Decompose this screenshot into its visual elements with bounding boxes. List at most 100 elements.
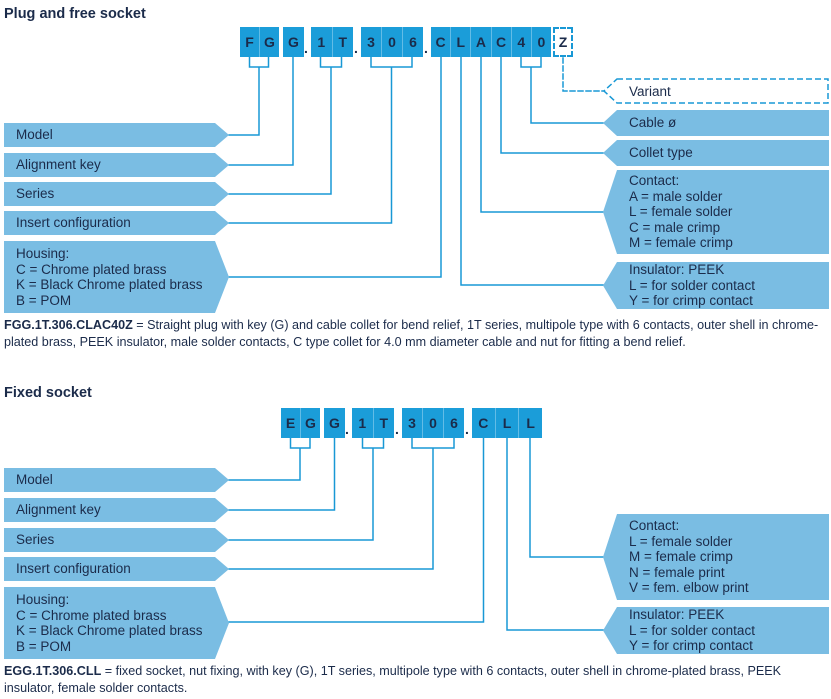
label-text: Variant	[629, 83, 671, 99]
code-char: Z	[558, 34, 568, 50]
code-char: L	[496, 408, 520, 438]
code-char: 1	[352, 408, 374, 438]
code-separator-dot: .	[304, 40, 308, 56]
leader-plug-alignment-key	[228, 56, 294, 166]
code-char: C	[431, 27, 452, 57]
leader-fixed-contact	[529, 437, 604, 558]
label-text: Y = for crimp contact	[629, 638, 753, 654]
leader-plug-variant	[562, 57, 604, 92]
code-char: C	[492, 27, 512, 57]
label-text: M = female crimp	[629, 549, 733, 565]
leader-fixed-model	[228, 437, 311, 481]
code-char: 1	[311, 27, 333, 57]
code-char: F	[240, 27, 260, 57]
leader-plug-cable-diameter	[520, 56, 604, 124]
caption-code: EGG.1T.306.CLL	[4, 664, 102, 678]
leader-plug-collet-type	[500, 56, 604, 154]
code-char: 3	[402, 408, 423, 438]
section-heading-plug: Plug and free socket	[4, 6, 146, 22]
label-text: A = male solder	[629, 188, 723, 204]
leader-plug-housing	[228, 56, 442, 278]
caption-code: FGG.1T.306.CLAC40Z	[4, 318, 133, 332]
label-variant: Variant	[603, 78, 829, 104]
label-contact: Contact: L = female solder M = female cr…	[603, 514, 829, 600]
label-housing: Housing: C = Chrome plated brass K = Bla…	[4, 587, 229, 659]
label-text: C = male crimp	[629, 219, 721, 235]
caption-text: = fixed socket, nut fixing, with key (G)…	[4, 664, 782, 695]
code-separator-dot: .	[345, 421, 349, 437]
code-char: G	[329, 415, 340, 431]
label-text: Alignment key	[16, 502, 101, 518]
label-text: Series	[16, 532, 55, 548]
label-text: Insert configuration	[16, 215, 131, 231]
label-text: M = female crimp	[629, 235, 733, 251]
label-text: K = Black Chrome plated brass	[16, 623, 203, 638]
leader-plug-model	[228, 56, 270, 136]
label-text: Alignment key	[16, 157, 101, 173]
code-group-options: C L L	[472, 408, 542, 438]
leader-fixed-alignment-key	[228, 437, 336, 511]
caption-plug: FGG.1T.306.CLAC40Z = Straight plug with …	[4, 317, 828, 350]
code-group-series: 1 T	[352, 408, 394, 438]
code-group-model: F G	[240, 27, 279, 57]
leader-plug-contact	[480, 56, 604, 213]
code-separator-dot: .	[395, 421, 399, 437]
label-housing: Housing: C = Chrome plated brass K = Bla…	[4, 241, 229, 313]
label-insert-configuration: Insert configuration	[4, 557, 229, 581]
label-text: L = for solder contact	[629, 277, 755, 293]
label-text: L = female solder	[629, 204, 733, 220]
label-text: C = Chrome plated brass	[16, 261, 167, 277]
code-char: 6	[409, 34, 417, 50]
leader-plug-insulator	[460, 56, 604, 286]
label-text: Contact:	[629, 518, 680, 534]
leader-fixed-series	[228, 437, 385, 541]
label-alignment-key: Alignment key	[4, 498, 229, 522]
label-text: N = female print	[629, 564, 725, 580]
code-group-alignment-key: G	[324, 408, 345, 438]
code-char: A	[471, 27, 492, 57]
code-char: 6	[450, 415, 458, 431]
label-alignment-key: Alignment key	[4, 153, 229, 177]
code-char: T	[379, 415, 389, 431]
code-char: L	[526, 415, 535, 431]
code-group-series: 1 T	[311, 27, 353, 57]
label-text: Contact:	[629, 173, 680, 189]
code-char: 3	[361, 27, 382, 57]
label-text: Series	[16, 186, 55, 202]
label-text: C = Chrome plated brass	[16, 607, 167, 623]
label-text: K = Black Chrome plated brass	[16, 277, 203, 292]
code-char: 0	[382, 27, 403, 57]
label-text: B = POM	[16, 292, 72, 308]
label-cable-diameter: Cable ø	[603, 110, 829, 136]
leader-fixed-insert-configuration	[228, 437, 455, 570]
code-group-options: C L A C 4 0	[431, 27, 551, 57]
label-text: Collet type	[629, 145, 693, 161]
label-text: Insert configuration	[16, 561, 131, 577]
code-char: 0	[423, 408, 444, 438]
label-contact: Contact: A = male solder L = female sold…	[603, 170, 829, 254]
code-separator-dot: .	[354, 40, 358, 56]
label-text: Insulator: PEEK	[629, 262, 725, 278]
code-char: G	[305, 415, 316, 431]
code-group-alignment-key: G	[283, 27, 304, 57]
label-model: Model	[4, 123, 229, 147]
code-char: L	[451, 27, 472, 57]
caption-text: = Straight plug with key (G) and cable c…	[4, 318, 819, 349]
label-insert-configuration: Insert configuration	[4, 211, 229, 235]
code-group-variant: Z	[553, 27, 573, 57]
caption-fixed: EGG.1T.306.CLL = fixed socket, nut fixin…	[4, 663, 828, 696]
section-heading-fixed: Fixed socket	[4, 385, 92, 401]
label-model: Model	[4, 468, 229, 492]
label-text: Model	[16, 472, 53, 488]
label-text: Cable ø	[629, 115, 677, 131]
code-char: 0	[537, 34, 546, 50]
leader-fixed-housing	[228, 437, 485, 623]
label-collet-type: Collet type	[603, 140, 829, 166]
leader-fixed-insulator	[506, 437, 604, 631]
label-text: L = female solder	[629, 533, 733, 549]
label-text: Insulator: PEEK	[629, 607, 725, 623]
code-char: E	[281, 408, 301, 438]
code-separator-dot: .	[424, 40, 428, 56]
label-text: B = POM	[16, 638, 72, 654]
